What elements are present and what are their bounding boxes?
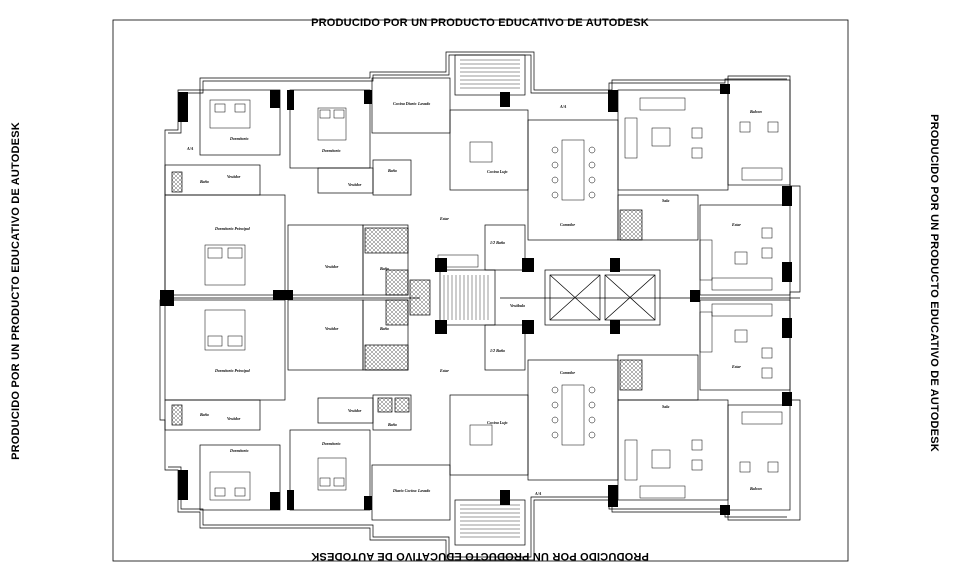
room-cocina-lujo-b [449,394,529,476]
label-dormitorio-c: Dormitorio [229,448,248,453]
room-dormitorio-c [199,444,281,511]
label-comedor-b: Comedor [560,370,576,375]
room-wc-b [484,324,526,371]
label-cocina-lujo-b: Cocina Lujo [487,420,508,425]
label-comedor-a: Comedor [560,222,576,227]
room-sala-b [617,354,699,401]
label-vestidor-a: Vestidor [227,174,241,179]
label-sala-b: Sala [662,404,669,409]
label-dormitorio-b: Dormitorio [321,148,340,153]
label-dormitorio-a: Dormitorio [229,136,248,141]
room-vestidor-b [287,224,364,296]
room-dormitorio-b [289,89,371,169]
label-estar-d: Estar [731,364,741,369]
label-vestidor-e: Vestidor [325,326,339,331]
room-balcon-a [727,79,791,186]
label-vestidor-f: Vestidor [348,408,362,413]
label-estar-c: Estar [731,222,741,227]
room-wc-a [484,224,526,271]
room-cocina-lujo-a [449,109,529,191]
room-comedor-b [527,359,619,481]
label-wc-b: 1/2 Baño [490,348,505,353]
label-aa-a: A/A [559,104,567,109]
label-wc-a: 1/2 Baño [490,240,505,245]
label-estar-a: Estar [439,216,449,221]
label-bano-d: Baño [379,326,389,331]
label-bano-b: Baño [379,266,389,271]
label-lavado-a: Lavado [417,101,430,106]
room-estar-c [699,204,791,296]
label-estar-b: Estar [439,368,449,373]
label-diario-cocina-b: Diario Cocina [392,488,416,493]
label-aa-b: A/A [534,491,542,496]
label-cocina-diario-a: Cocina Diario [393,101,416,106]
label-balcon-a: Balcon [749,109,763,114]
label-lavado-b: Lavado [417,488,430,493]
label-vestidor-d: Vestidor [227,416,241,421]
room-vestidor-d [287,299,364,371]
stair-bottom [454,499,526,546]
label-aa-c: A/A [186,146,194,151]
label-cocina-lujo-a: Cocina Lujo [487,169,508,174]
room-dormitorio-a [199,89,281,156]
label-bano-a: Baño [199,179,209,184]
label-bano-e: Baño [387,168,397,173]
room-balcon-b [727,404,791,511]
room-estar-d [699,299,791,391]
label-dormitorio-principal-a: Dormitorio Principal [214,226,251,231]
room-diario-cocina-b [371,464,451,521]
label-vestidor-c: Vestidor [348,182,362,187]
label-sala-a: Sala [662,198,669,203]
room-dormitorio-d [289,429,371,511]
label-bano-f: Baño [387,422,397,427]
label-bano-c: Baño [199,412,209,417]
elevator-core [544,269,661,326]
stair-top [454,54,526,96]
label-dormitorio-d: Dormitorio [321,441,340,446]
label-balcon-b: Balcon [749,486,763,491]
label-vestidor-b: Vestidor [325,264,339,269]
stair-center [439,269,496,326]
label-dormitorio-principal-b: Dormitorio Principal [214,368,251,373]
room-bano-b [362,224,409,296]
room-sala-a [617,194,699,241]
room-dormitorio-principal-b [164,299,286,401]
sheet-border [112,19,849,562]
room-cocina-diario-a [371,77,451,134]
room-dormitorio-principal-a [164,194,286,296]
label-vestibulo: Vestíbulo [510,303,525,308]
